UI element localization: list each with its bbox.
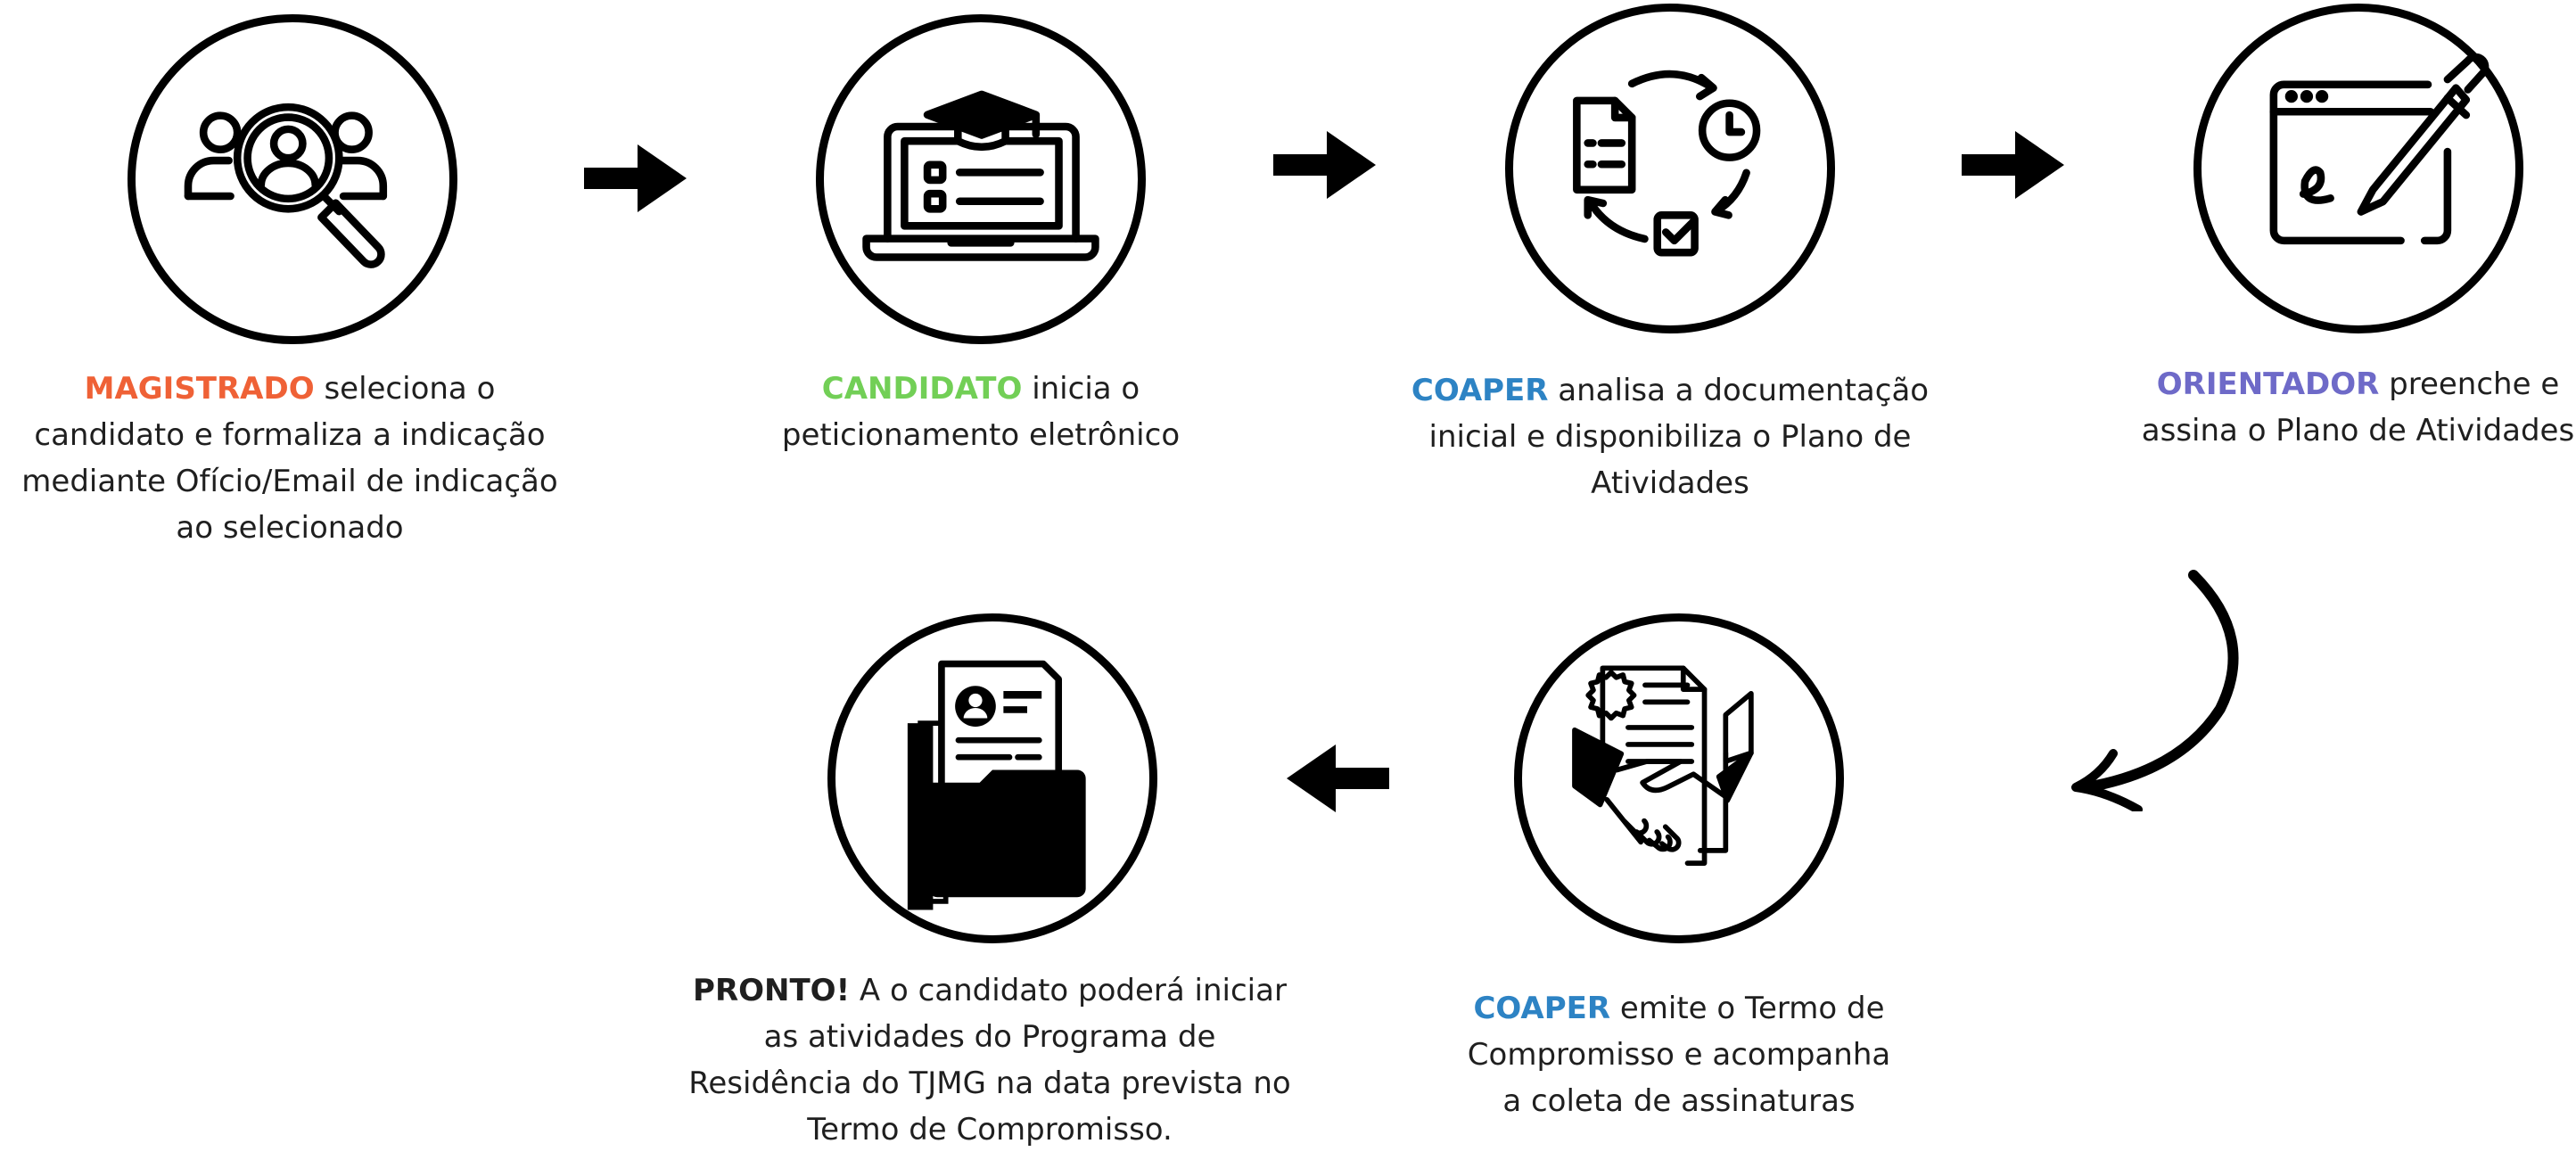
step-2-circle [816,14,1146,344]
step-1-circle [128,14,457,344]
folder-profile-icon [907,660,1086,910]
left-arrow-icon [1287,745,1389,812]
curved-arrow-icon [2071,570,2239,811]
right-arrow-icon [1962,131,2064,199]
search-candidates-icon [184,103,388,268]
step-description: analisa a documentação inicial e disponi… [1428,373,1930,501]
step-5-circle [1514,613,1844,943]
role-label: MAGISTRADO [84,371,315,407]
handshake-contract-icon [1572,665,1754,866]
step-description: emite o Termo de Compromisso e acompanha… [1467,991,1891,1119]
step-6-circle [827,613,1157,943]
role-label: PRONTO! [693,973,851,1008]
step-description: A o candidato poderá iniciar as atividad… [688,973,1291,1148]
step-description: inicia o peticionamento eletrônico [781,371,1181,453]
right-arrow-icon [584,144,687,212]
step-2-text: CANDIDATO inicia o peticionamento eletrô… [749,366,1213,458]
role-label: COAPER [1411,373,1549,408]
step-6-text: PRONTO! A o candidato poderá iniciar as … [682,967,1297,1153]
step-3-text: COAPER analisa a documentação inicial e … [1367,367,1973,506]
role-label: ORIENTADOR [2156,366,2380,402]
role-label: CANDIDATO [821,371,1023,407]
step-3-circle [1505,4,1835,333]
document-cycle-icon [1573,70,1761,257]
step-4-text: ORIENTADOR preenche e assina o Plano de … [2140,361,2576,454]
step-description: preenche e assina o Plano de Atividades [2141,366,2575,448]
step-5-text: COAPER emite o Termo de Compromisso e ac… [1456,985,1902,1124]
step-1-text: MAGISTRADO seleciona o candidato e forma… [4,366,575,551]
role-label: COAPER [1473,991,1611,1026]
step-description: seleciona o candidato e formaliza a indi… [21,371,558,546]
step-4-circle [2193,4,2523,333]
laptop-graduation-icon [862,90,1099,261]
right-arrow-icon [1273,131,1376,199]
browser-pen-icon [2269,53,2490,245]
